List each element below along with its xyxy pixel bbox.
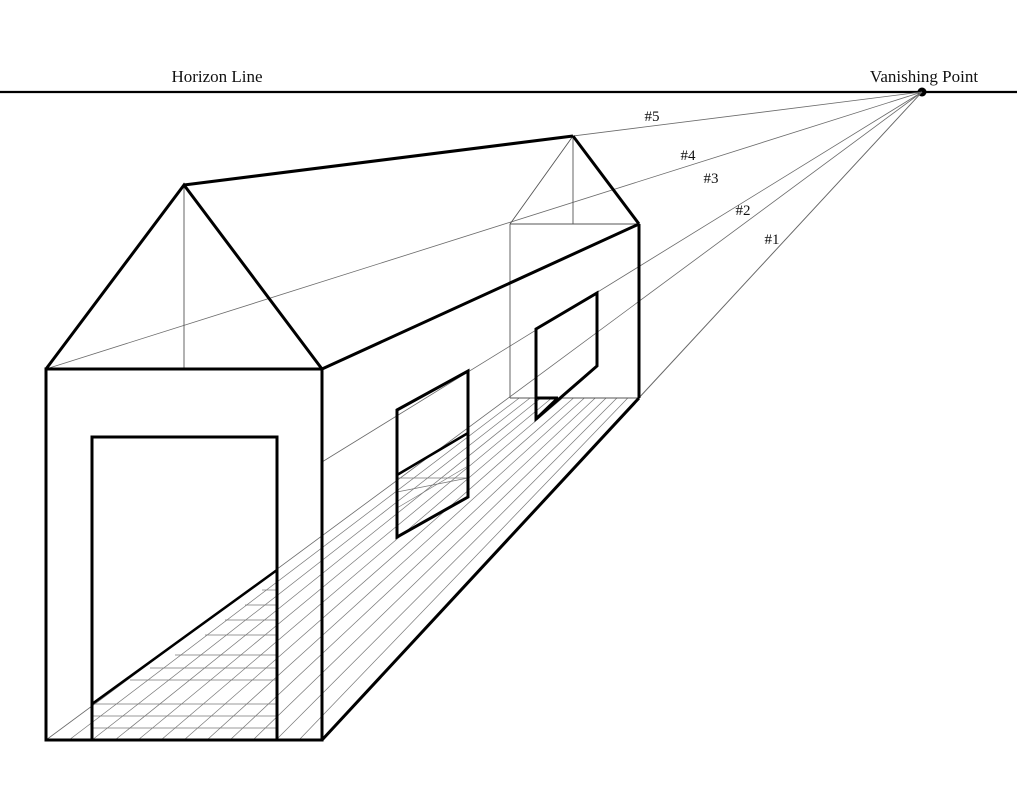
floor-guide-fan bbox=[68, 397, 629, 741]
door bbox=[90, 435, 279, 742]
window-tile-line bbox=[396, 477, 469, 493]
window-tile-line bbox=[396, 465, 469, 509]
floor-guide-line bbox=[206, 397, 585, 741]
floor-guide-line bbox=[160, 397, 563, 741]
back-construction-lines bbox=[183, 135, 639, 399]
guide-label-1: #1 bbox=[765, 232, 780, 248]
floor-guide-line bbox=[275, 397, 618, 741]
side-window-back bbox=[534, 290, 599, 423]
floor-guide-line bbox=[91, 397, 531, 741]
guide-line-4 bbox=[45, 91, 923, 370]
floor-guide-line bbox=[68, 397, 520, 741]
back-gable-left bbox=[509, 135, 574, 225]
floor-guide-line bbox=[298, 397, 629, 741]
floor-tile-pattern bbox=[91, 431, 469, 729]
house-outline bbox=[44, 134, 641, 742]
floor-guide-line bbox=[114, 397, 542, 741]
door-floor-edge bbox=[91, 568, 278, 706]
guide-line-3 bbox=[321, 91, 923, 463]
side-window-back-sill-edge bbox=[534, 396, 560, 421]
side-window-front bbox=[395, 368, 470, 540]
vanishing-point-label: Vanishing Point bbox=[870, 67, 978, 86]
guide-label-2: #2 bbox=[736, 203, 751, 219]
side-bottom-edge bbox=[320, 396, 641, 742]
guide-label-3: #3 bbox=[704, 171, 719, 187]
window-floor-edge bbox=[396, 431, 469, 477]
floor-guide-line bbox=[229, 397, 596, 741]
roof-ridge bbox=[183, 134, 574, 187]
floor-guide-line bbox=[183, 397, 574, 741]
horizon-line-label: Horizon Line bbox=[171, 67, 262, 86]
guide-label-5: #5 bbox=[645, 109, 660, 125]
guide-label-4: #4 bbox=[681, 148, 697, 164]
roof-right-edge bbox=[321, 222, 640, 371]
floor-guide-line bbox=[137, 397, 553, 741]
back-gable-right bbox=[571, 135, 641, 225]
floor-guide-line bbox=[252, 397, 607, 741]
